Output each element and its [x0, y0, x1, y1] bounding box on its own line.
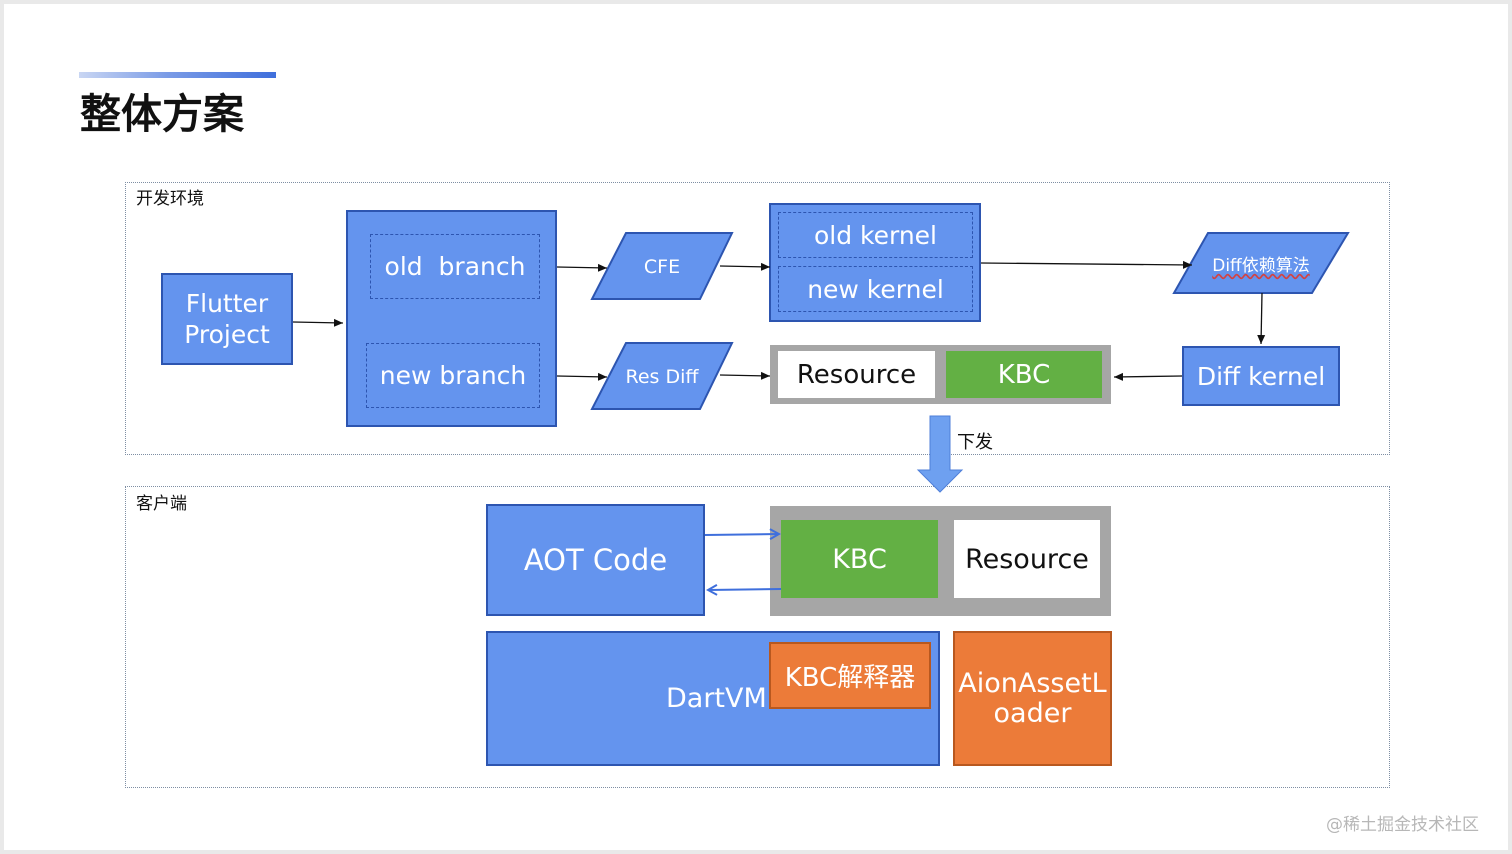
- arrow-cfe-to-kernel: [719, 262, 771, 271]
- client-region: [125, 486, 1390, 788]
- watermark: @稀土掘金技术社区: [1326, 815, 1479, 835]
- arrow-diffkernel-to-output: [1113, 372, 1183, 381]
- branch-container: [346, 210, 557, 427]
- flutter-project-box: Flutter Project: [161, 273, 293, 365]
- old-branch-box: old branch: [370, 234, 540, 299]
- client-resource-box: Resource: [954, 520, 1100, 598]
- kernel-container: [769, 203, 981, 322]
- dev-env-label: 开发环境: [136, 189, 204, 209]
- diff-algo-text: Diff依赖算法: [1212, 255, 1310, 276]
- slide-title: 整体方案: [80, 90, 244, 138]
- arrow-diffalgo-to-diffkernel: [1257, 292, 1266, 345]
- deploy-label: 下发: [957, 432, 993, 453]
- arrow-newbranch-to-resdiff: [556, 372, 608, 381]
- res-diff-label: Res Diff: [625, 366, 699, 388]
- dartvm-label: DartVM: [666, 683, 767, 714]
- deploy-arrow: [916, 415, 964, 493]
- client-kbc-box: KBC: [781, 520, 938, 598]
- output-resource-box: Resource: [778, 351, 935, 398]
- cfe-shape: [590, 232, 734, 300]
- arrow-oldbranch-to-cfe: [556, 263, 608, 272]
- kbc-interpreter-box: KBC解释器: [769, 642, 931, 709]
- arrow-aot-to-kbc: [704, 534, 779, 535]
- new-kernel-box: new kernel: [778, 266, 973, 312]
- diff-kernel-box: Diff kernel: [1182, 346, 1340, 406]
- client-label: 客户端: [136, 494, 187, 514]
- diff-algo-label: Diff依赖算法: [1186, 250, 1336, 276]
- title-accent-bar: [79, 72, 276, 78]
- diff-algo-shape: [1172, 232, 1350, 294]
- slide: 整体方案 开发环境 客户端 Flutter Project old branch…: [4, 4, 1508, 850]
- arrow-project-to-branches: [292, 318, 344, 327]
- new-branch-box: new branch: [366, 343, 540, 408]
- old-kernel-box: old kernel: [778, 212, 973, 258]
- res-diff-shape: [590, 342, 734, 410]
- asset-loader-box: AionAssetL oader: [953, 631, 1112, 766]
- arrow-resdiff-to-output: [719, 371, 771, 380]
- arrow-kbc-to-aot: [708, 589, 782, 590]
- arrow-kernel-to-diffalgo: [980, 260, 1193, 269]
- cfe-label: CFE: [643, 256, 681, 278]
- diagram-connectors: [292, 232, 1350, 850]
- output-kbc-box: KBC: [946, 351, 1102, 398]
- aot-code-box: AOT Code: [486, 504, 705, 616]
- dev-env-region: [125, 182, 1390, 455]
